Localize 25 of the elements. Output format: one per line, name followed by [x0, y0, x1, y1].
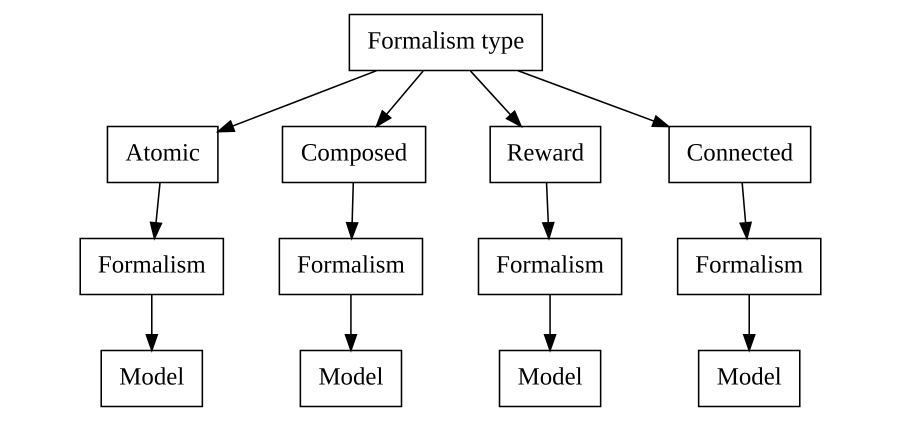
arrow — [742, 294, 756, 353]
arrow — [149, 182, 162, 241]
arrow — [543, 294, 556, 353]
arrow — [144, 294, 158, 353]
node-box: Formalism — [278, 238, 423, 296]
arrow — [344, 294, 357, 353]
arrow — [374, 70, 424, 128]
node-box: Model — [100, 350, 203, 408]
arrow — [738, 182, 752, 241]
node-box: Model — [498, 350, 601, 408]
node-box: Reward — [488, 126, 601, 184]
node-box: Model — [299, 350, 402, 408]
node-box: Formalism — [477, 238, 622, 296]
node-box: Atomic — [106, 126, 218, 184]
arrow — [541, 182, 554, 241]
arrow — [345, 182, 358, 241]
node-box: Connected — [668, 126, 811, 184]
arrow — [215, 70, 376, 133]
node-box: Formalism type — [348, 14, 543, 72]
node-box: Formalism — [78, 238, 224, 296]
node-box: Composed — [281, 126, 426, 184]
arrow — [469, 70, 522, 128]
node-box: Model — [697, 350, 800, 408]
arrow — [516, 70, 670, 128]
node-box: Formalism — [676, 238, 822, 296]
